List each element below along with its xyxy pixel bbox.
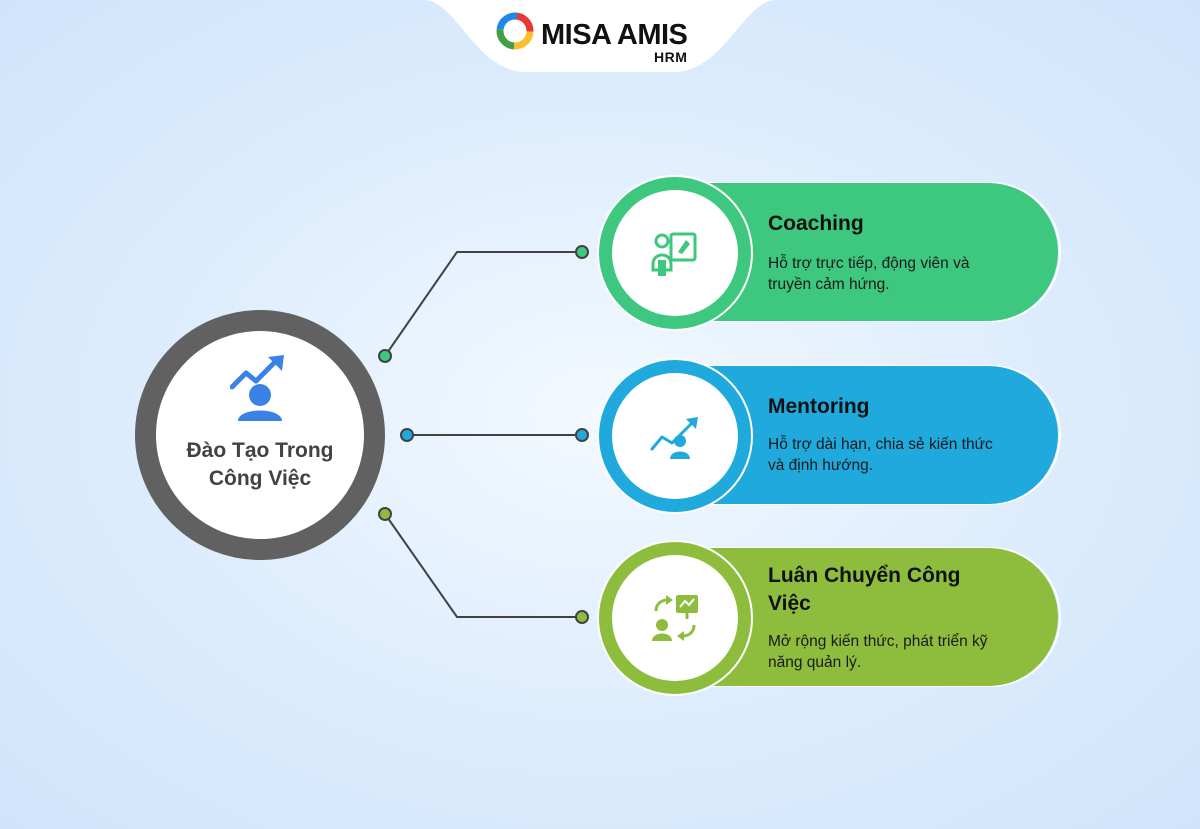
card-desc-mentoring: Hỗ trợ dài hạn, chia sẻ kiến thức và địn… <box>768 436 993 474</box>
card-coaching: Coaching Hỗ trợ trực tiếp, động viên và … <box>700 183 1058 321</box>
mentoring-growth-icon <box>650 417 698 459</box>
job-rotation-icon <box>652 595 698 641</box>
person-growth-arrow-icon <box>230 355 284 421</box>
connector-dot-rotation <box>575 610 589 624</box>
node-coaching <box>597 175 753 331</box>
card-title-coaching: Coaching <box>768 212 864 235</box>
misa-amis-logo: MISA AMIS HRM <box>495 11 705 67</box>
card-mentoring: Mentoring Hỗ trợ dài hạn, chia sẻ kiến t… <box>700 366 1058 504</box>
connector-dot-hub-rotation <box>378 507 392 521</box>
connector-dot-mentoring <box>575 428 589 442</box>
connector-rotation <box>384 513 582 618</box>
node-inner-mentoring <box>612 373 738 499</box>
connector-dot-hub-coaching <box>378 349 392 363</box>
logo-product: HRM <box>654 49 688 65</box>
logo-name: MISA AMIS <box>541 19 688 51</box>
node-inner-rotation <box>612 555 738 681</box>
hub-circle: Đào Tạo Trong Công Việc <box>135 310 385 560</box>
connector-dot-hub-mentoring <box>400 428 414 442</box>
card-title-mentoring: Mentoring <box>768 395 870 418</box>
connector-dot-coaching <box>575 245 589 259</box>
coaching-presentation-icon <box>651 232 697 276</box>
card-desc-coaching: Hỗ trợ trực tiếp, động viên và truyền cả… <box>768 255 970 293</box>
misa-logo-mark-icon <box>496 12 534 50</box>
connector-coaching <box>384 251 582 357</box>
node-mentoring <box>597 358 753 514</box>
card-title-rotation: Luân Chuyển Công Việc <box>768 564 961 615</box>
node-rotation <box>597 540 753 696</box>
hub-title: Đào Tạo Trong Công Việc <box>186 439 334 490</box>
card-desc-rotation: Mở rộng kiến thức, phát triển kỹ năng qu… <box>768 633 988 671</box>
card-rotation: Luân Chuyển Công Việc Mở rộng kiến thức,… <box>700 548 1058 686</box>
node-inner-coaching <box>612 190 738 316</box>
